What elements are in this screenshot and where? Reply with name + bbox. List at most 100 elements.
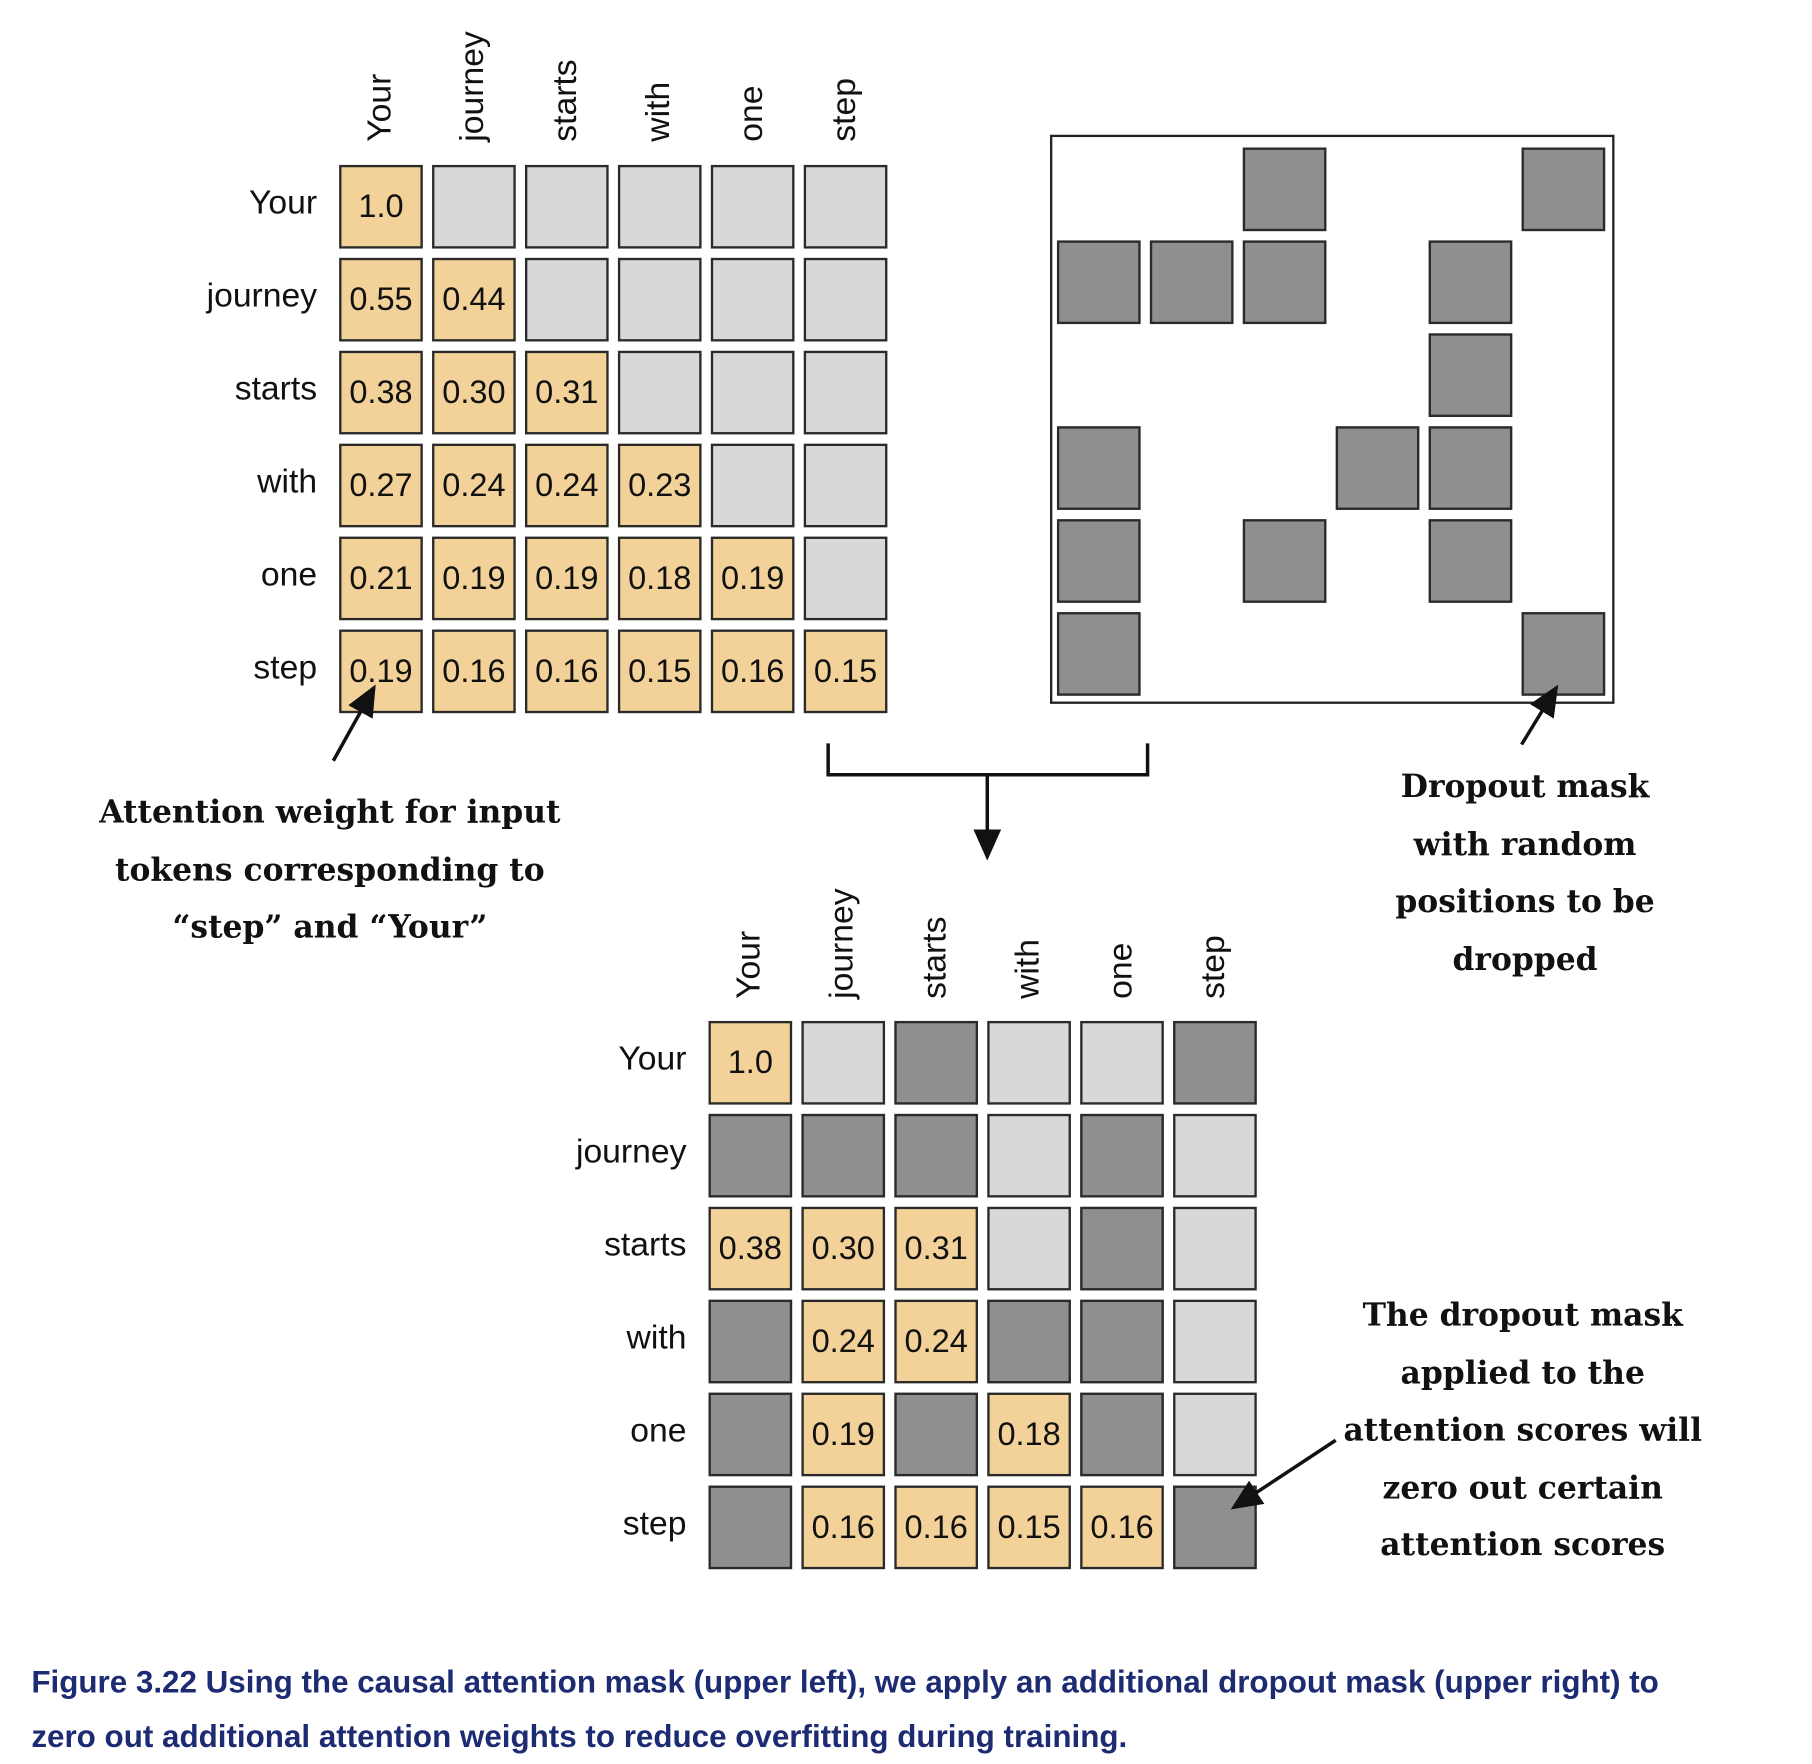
weight-cell: 0.30	[432, 350, 516, 435]
figure-caption: Figure 3.22 Using the causal attention m…	[31, 1655, 1808, 1764]
dropped-cell	[708, 1392, 793, 1477]
dropped-cell	[1521, 612, 1606, 696]
caption-line: zero out additional attention weights to…	[31, 1719, 1128, 1754]
weight-cell: 0.24	[432, 443, 516, 528]
masked-cell	[617, 350, 702, 435]
row-label: Your	[618, 1040, 687, 1078]
weight-cell: 0.24	[894, 1299, 978, 1384]
weight-cell: 0.55	[339, 257, 423, 342]
dropped-cell	[708, 1113, 793, 1198]
masked-cell	[1080, 1020, 1164, 1105]
row-label: step	[253, 649, 318, 687]
masked-cell	[803, 350, 888, 435]
dropped-cell	[1521, 147, 1606, 232]
dropped-cell	[1428, 240, 1513, 325]
dropped-cell	[1242, 240, 1327, 325]
dropped-cell	[1335, 426, 1420, 510]
note-line: with random	[1413, 826, 1637, 863]
masked-cell	[987, 1020, 1071, 1105]
weight-cell: 0.16	[710, 629, 795, 714]
column-label: journey	[454, 31, 492, 142]
note-line: attention scores	[1380, 1527, 1666, 1564]
note-line: Dropout mask	[1400, 768, 1650, 805]
weight-cell: 0.24	[524, 443, 609, 528]
column-label: one	[732, 85, 771, 142]
weight-cell: 0.44	[432, 257, 516, 342]
dropped-cell	[987, 1299, 1071, 1384]
dropped-cell	[708, 1299, 793, 1384]
dropped-cell	[894, 1020, 978, 1105]
masked-cell	[617, 164, 702, 249]
weight-cell: 0.38	[708, 1206, 793, 1291]
dropped-cell	[1080, 1299, 1164, 1384]
dropped-cell	[708, 1485, 793, 1570]
dropped-cell	[894, 1392, 978, 1477]
row-label: step	[622, 1505, 687, 1543]
weight-cell: 0.24	[801, 1299, 886, 1384]
masked-cell	[524, 164, 609, 249]
weight-cell: 1.0	[339, 164, 423, 249]
weight-cell: 0.38	[339, 350, 423, 435]
column-label: one	[1102, 942, 1140, 999]
dropped-cell	[801, 1113, 886, 1198]
dropped-cell	[1173, 1020, 1257, 1105]
note-line: tokens corresponding to	[115, 851, 545, 888]
dropped-cell	[1428, 519, 1513, 603]
dropped-cell	[1428, 426, 1513, 510]
weight-cell: 0.21	[339, 536, 423, 621]
note-applied-mask: The dropout mask applied to the attentio…	[1325, 1287, 1720, 1574]
masked-cell	[803, 443, 888, 528]
note-line: The dropout mask	[1362, 1297, 1683, 1334]
row-label: one	[630, 1412, 687, 1450]
note-line: applied to the	[1400, 1354, 1645, 1391]
combine-bracket	[826, 743, 1150, 777]
column-label: starts	[547, 59, 585, 142]
column-label: Your	[361, 73, 399, 142]
column-label: with	[1009, 938, 1047, 999]
note-line: “step” and “Your”	[172, 909, 488, 946]
column-label: Your	[730, 930, 768, 999]
masked-cell	[1173, 1113, 1257, 1198]
column-label: starts	[916, 916, 954, 999]
weight-cell: 0.23	[617, 443, 702, 528]
weight-cell: 0.27	[339, 443, 423, 528]
masked-cell	[801, 1020, 886, 1105]
masked-cell	[803, 536, 888, 621]
masked-cell	[987, 1206, 1071, 1291]
dropout-mask-box	[1049, 134, 1615, 704]
masked-cell	[803, 257, 888, 342]
note-attention-weight: Attention weight for input tokens corres…	[98, 784, 563, 956]
row-label: journey	[575, 1133, 687, 1171]
row-label: starts	[604, 1226, 687, 1264]
dropped-cell	[1242, 519, 1327, 603]
note-line: Attention weight for input	[99, 794, 561, 831]
dropped-cell	[1080, 1392, 1164, 1477]
weight-cell: 0.30	[801, 1206, 886, 1291]
masked-cell	[987, 1113, 1071, 1198]
note-dropout-mask: Dropout mask with random positions to be…	[1351, 758, 1699, 988]
weight-cell: 0.19	[339, 629, 423, 714]
weight-cell: 0.15	[803, 629, 888, 714]
column-label: step	[1195, 935, 1233, 999]
caption-line: Figure 3.22 Using the causal attention m…	[31, 1664, 1659, 1700]
masked-cell	[617, 257, 702, 342]
dropped-cell	[1080, 1206, 1164, 1291]
masked-cell	[710, 257, 795, 342]
dropped-cell	[1080, 1113, 1164, 1198]
note-line: zero out certain	[1382, 1469, 1663, 1506]
weight-cell: 0.16	[894, 1485, 978, 1570]
weight-cell: 0.31	[894, 1206, 978, 1291]
dropped-cell	[1242, 147, 1327, 232]
masked-cell	[803, 164, 888, 249]
weight-cell: 0.18	[617, 536, 702, 621]
weight-cell: 0.19	[432, 536, 516, 621]
masked-cell	[710, 350, 795, 435]
dropped-cell	[1173, 1485, 1257, 1570]
weight-cell: 0.16	[432, 629, 516, 714]
row-label: Your	[249, 184, 318, 222]
weight-cell: 0.19	[801, 1392, 886, 1477]
masked-cell	[524, 257, 609, 342]
dropped-cell	[1056, 240, 1141, 325]
weight-cell: 0.18	[987, 1392, 1071, 1477]
